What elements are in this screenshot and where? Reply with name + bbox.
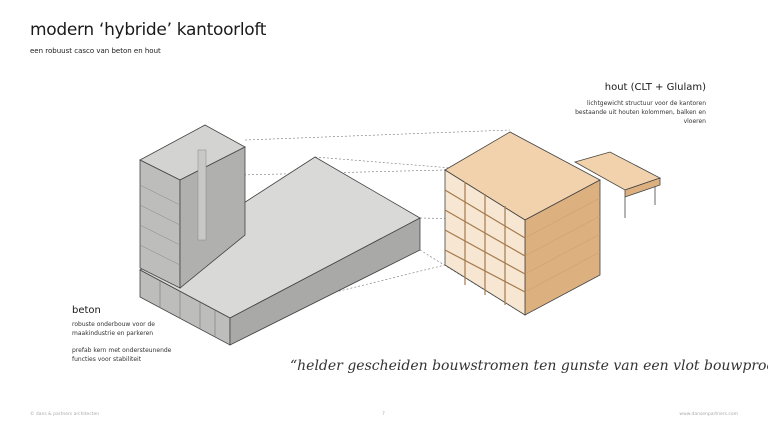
timber-line: vloeren: [683, 118, 706, 125]
timber-line: lichtgewicht structuur voor de kantoren: [587, 100, 706, 107]
concrete-heading: beton: [72, 305, 101, 316]
timber-heading: hout (CLT + Glulam): [604, 82, 706, 93]
concrete-description: beton robuste onderbouw voor de maakindu…: [72, 305, 232, 372]
quote: “helder gescheiden bouwstromen ten gunst…: [290, 358, 768, 374]
timber-description: hout (CLT + Glulam) lichtgewicht structu…: [506, 82, 706, 126]
page-title: modern ‘hybride’ kantoorloft: [30, 20, 267, 40]
concrete-text-2: prefab kern met ondersteunende functies …: [72, 346, 232, 364]
concrete-line: robuste onderbouw voor de: [72, 321, 155, 328]
timber-line: bestaande uit houten kolommen, balken en: [575, 109, 706, 116]
footer-website: www.dansenpartners.com: [679, 412, 738, 417]
concrete-line: prefab kern met ondersteunende: [72, 347, 172, 354]
concrete-tower: [139, 124, 246, 289]
footer-copyright: © dans & partners architecten: [30, 412, 100, 417]
concrete-line: maakindustrie en parkeren: [72, 330, 154, 337]
concrete-podium: [139, 156, 421, 346]
timber-volume: [444, 131, 601, 316]
timber-text: lichtgewicht structuur voor de kantoren …: [506, 99, 706, 126]
timber-canopy: [573, 151, 662, 218]
footer-page-number: 7: [382, 412, 385, 417]
page-subtitle: een robuust casco van beton en hout: [30, 47, 161, 55]
concrete-text-1: robuste onderbouw voor de maakindustrie …: [72, 320, 232, 338]
concrete-line: functies voor stabiliteit: [72, 356, 142, 363]
